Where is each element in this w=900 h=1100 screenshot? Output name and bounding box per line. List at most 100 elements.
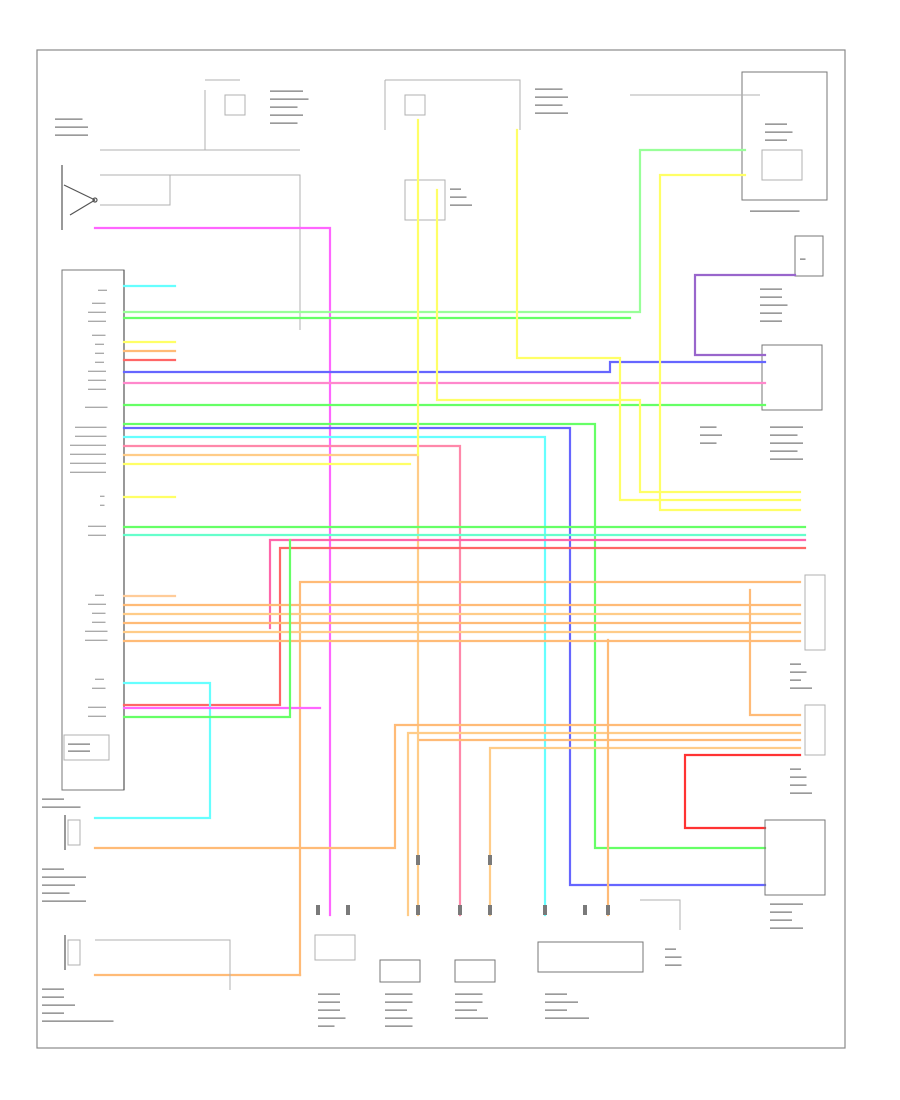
wire-cyan-4	[93, 681, 212, 820]
svg-text:▬▬▬▬▬: ▬▬▬▬▬	[42, 890, 70, 896]
svg-text:▬▬▬▬: ▬▬▬▬	[760, 294, 783, 300]
svg-text:▬▬▬▬▬▬▬: ▬▬▬▬▬▬▬	[42, 804, 81, 810]
svg-text:▬▬▬▬▬▬▬▬▬▬▬▬▬: ▬▬▬▬▬▬▬▬▬▬▬▬▬	[42, 1018, 114, 1024]
svg-text:▬▬▬▬▬▬: ▬▬▬▬▬▬	[270, 88, 304, 94]
svg-text:▬▬▬▬: ▬▬▬▬	[700, 432, 723, 438]
bottom-sensor-group: ▬▬▬▬ ▬▬▬▬▬▬ ▬▬▬▬ ▬▬▬▬▬▬▬▬ ▬▬ ▬▬▬ ▬▬▬	[537, 899, 682, 1021]
svg-text:▬▬▬▬: ▬▬▬▬	[42, 994, 65, 1000]
svg-text:▬▬▬▬▬▬: ▬▬▬▬▬▬	[545, 999, 579, 1005]
svg-text:▬▬▬▬▬▬: ▬▬▬▬▬▬	[55, 124, 89, 130]
svg-text:▬▬▬▬▬▬▬: ▬▬▬▬▬▬▬	[270, 96, 309, 102]
svg-text:▬▬▬▬: ▬▬▬▬	[318, 1007, 341, 1013]
svg-text:▬▬▬▬▬▬: ▬▬▬▬▬▬	[42, 882, 76, 888]
svg-text:▬▬▬▬▬▬: ▬▬▬▬▬▬	[770, 901, 804, 907]
svg-text:▬▬▬▬▬▬▬: ▬▬▬▬▬▬▬	[75, 424, 107, 429]
svg-text:▬▬▬▬: ▬▬▬▬	[88, 377, 107, 382]
svg-text:▬▬▬▬▬▬▬▬: ▬▬▬▬▬▬▬▬	[42, 898, 87, 904]
bottom-sensor-2: ▬▬▬▬▬ ▬▬▬▬▬ ▬▬▬▬ ▬▬▬▬▬▬	[454, 959, 496, 1021]
bottom-sensor-1: ▬▬▬▬▬ ▬▬▬▬▬ ▬▬▬▬ ▬▬▬▬▬ ▬▬▬▬▬	[379, 959, 421, 1029]
svg-text:▬▬▬▬▬: ▬▬▬▬▬	[270, 120, 298, 126]
svg-text:▬▬: ▬▬	[95, 676, 105, 681]
left-sensors: ▬▬▬▬ ▬▬▬▬▬▬▬▬ ▬▬▬▬▬▬ ▬▬▬▬▬ ▬▬▬▬▬▬▬▬ ▬▬▬▬…	[42, 815, 231, 1024]
svg-text:▬▬▬: ▬▬▬	[450, 194, 467, 200]
svg-text:▬▬▬▬: ▬▬▬▬	[88, 386, 107, 391]
wire-red-2	[122, 546, 807, 707]
svg-text:▬▬▬▬: ▬▬▬▬	[42, 1010, 65, 1016]
svg-text:▬▬▬▬: ▬▬▬▬	[88, 309, 107, 314]
wire-orange-10	[93, 723, 802, 850]
svg-text:▬▬▬▬▬▬: ▬▬▬▬▬▬	[770, 424, 804, 430]
wire-orange-3	[298, 580, 802, 977]
wire-bright-red	[683, 753, 802, 830]
svg-text:▬▬▬▬: ▬▬▬▬	[455, 1007, 478, 1013]
svg-text:▬▬▬▬: ▬▬▬▬	[790, 685, 813, 691]
svg-text:▬▬▬▬▬▬: ▬▬▬▬▬▬	[770, 440, 804, 446]
wire-blue-2	[122, 426, 767, 887]
svg-text:▬▬▬▬: ▬▬▬▬	[450, 202, 473, 208]
svg-text:▬▬▬▬: ▬▬▬▬	[88, 713, 107, 718]
wire-green-3	[122, 422, 767, 850]
svg-text:▬▬▬▬▬▬▬: ▬▬▬▬▬▬▬	[75, 433, 107, 438]
ambient-sensor-component: ▬ ▬▬▬▬ ▬▬▬▬ ▬▬▬▬▬ ▬▬▬▬ ▬▬▬▬	[760, 235, 824, 324]
wire-green-5	[122, 538, 292, 719]
wires	[93, 118, 807, 977]
wire-pink-3	[122, 444, 462, 917]
wire-orange-11	[406, 731, 802, 917]
svg-text:▬▬▬▬: ▬▬▬▬	[42, 796, 65, 802]
svg-text:▬▬: ▬▬	[665, 946, 677, 952]
svg-text:▬▬▬▬: ▬▬▬▬	[770, 909, 793, 915]
svg-text:▬▬▬▬▬▬: ▬▬▬▬▬▬	[535, 110, 569, 116]
wire-violet	[693, 273, 797, 357]
wire-orange-13	[488, 746, 802, 917]
svg-text:▬▬▬▬: ▬▬▬▬	[760, 286, 783, 292]
fuse-box-center: ▬▬▬▬▬ ▬▬▬▬▬▬ ▬▬▬▬▬ ▬▬▬▬▬▬ ▬▬ ▬▬▬ ▬▬▬▬	[384, 79, 569, 221]
ac-compressor-component: ▬▬▬▬ ▬▬▬▬▬ ▬▬▬▬ ▬▬▬▬▬▬▬▬▬	[630, 71, 828, 214]
wire-yellow-6	[658, 173, 802, 512]
svg-text:▬▬▬: ▬▬▬	[665, 962, 682, 968]
svg-text:▬▬▬▬▬: ▬▬▬▬▬	[455, 991, 483, 997]
svg-text:▬▬▬▬▬: ▬▬▬▬▬	[55, 116, 83, 122]
svg-text:▬▬▬▬: ▬▬▬▬	[760, 310, 783, 316]
svg-text:▬▬▬▬: ▬▬▬▬	[318, 991, 341, 997]
svg-text:▬▬: ▬▬	[790, 766, 802, 772]
actuator-component: ▬▬▬ ▬▬▬▬ ▬▬▬ ▬▬▬▬▬▬ ▬▬▬▬▬ ▬▬▬▬▬▬ ▬▬▬▬▬ ▬…	[700, 344, 823, 462]
svg-text:▬▬▬: ▬▬▬	[665, 954, 682, 960]
fuse-box-left: ▬▬▬▬▬▬ ▬▬▬▬▬▬▬ ▬▬▬▬▬ ▬▬▬▬▬▬ ▬▬▬▬▬	[204, 79, 309, 150]
bottom-motor: ▬▬▬▬ ▬▬▬▬ ▬▬▬▬ ▬▬▬▬▬ ▬▬▬	[314, 934, 356, 1029]
svg-text:▬▬▬▬▬: ▬▬▬▬▬	[85, 637, 108, 642]
svg-text:▬▬▬: ▬▬▬	[790, 782, 807, 788]
svg-text:▬▬▬▬: ▬▬▬▬	[42, 986, 65, 992]
wire-cyan-2	[122, 435, 547, 917]
svg-text:▬▬▬▬▬: ▬▬▬▬▬	[385, 1015, 413, 1021]
svg-text:▬▬: ▬▬	[790, 661, 802, 667]
svg-text:▬: ▬	[100, 502, 105, 507]
svg-text:▬▬: ▬▬	[95, 350, 105, 355]
svg-text:▬▬▬: ▬▬▬	[318, 1023, 335, 1029]
svg-text:▬▬▬▬▬▬▬▬: ▬▬▬▬▬▬▬▬	[70, 469, 107, 474]
svg-text:▬▬▬▬: ▬▬▬▬	[88, 704, 107, 709]
svg-text:▬▬: ▬▬	[95, 359, 105, 364]
wire-blue-1	[122, 360, 767, 374]
svg-text:▬▬▬▬▬▬: ▬▬▬▬▬▬	[535, 94, 569, 100]
svg-text:▬▬▬▬▬: ▬▬▬▬▬	[535, 86, 563, 92]
svg-text:▬▬▬▬: ▬▬▬▬	[765, 137, 788, 143]
svg-text:▬▬▬▬▬: ▬▬▬▬▬	[765, 129, 793, 135]
svg-text:▬▬▬: ▬▬▬	[700, 440, 717, 446]
svg-text:▬▬▬▬▬: ▬▬▬▬▬	[385, 1023, 413, 1029]
right-actuator: ▬▬▬▬▬▬ ▬▬▬▬ ▬▬▬▬ ▬▬▬▬▬▬	[764, 819, 826, 931]
svg-text:▬: ▬	[100, 493, 105, 498]
wire-orange-14	[748, 588, 802, 717]
svg-text:▬▬▬▬▬▬▬▬: ▬▬▬▬▬▬▬▬	[70, 460, 107, 465]
control-unit: ▬▬▬▬ ▬▬▬▬ ▬▬▬▬ ▬▬▬▬▬▬▬	[42, 269, 125, 810]
svg-text:▬▬▬▬▬: ▬▬▬▬▬	[535, 102, 563, 108]
svg-text:▬▬▬▬: ▬▬▬▬	[88, 523, 107, 528]
svg-text:▬▬▬▬▬: ▬▬▬▬▬	[85, 628, 108, 633]
svg-text:▬▬▬: ▬▬▬	[92, 332, 106, 337]
svg-text:▬▬▬▬▬: ▬▬▬▬▬	[318, 1015, 346, 1021]
svg-text:▬▬▬▬: ▬▬▬▬	[88, 318, 107, 323]
svg-text:▬▬▬▬▬: ▬▬▬▬▬	[455, 999, 483, 1005]
diagram-frame	[36, 49, 846, 1049]
svg-text:▬▬▬▬▬▬▬▬▬: ▬▬▬▬▬▬▬▬▬	[750, 208, 800, 214]
svg-text:▬▬▬▬▬▬: ▬▬▬▬▬▬	[270, 112, 304, 118]
